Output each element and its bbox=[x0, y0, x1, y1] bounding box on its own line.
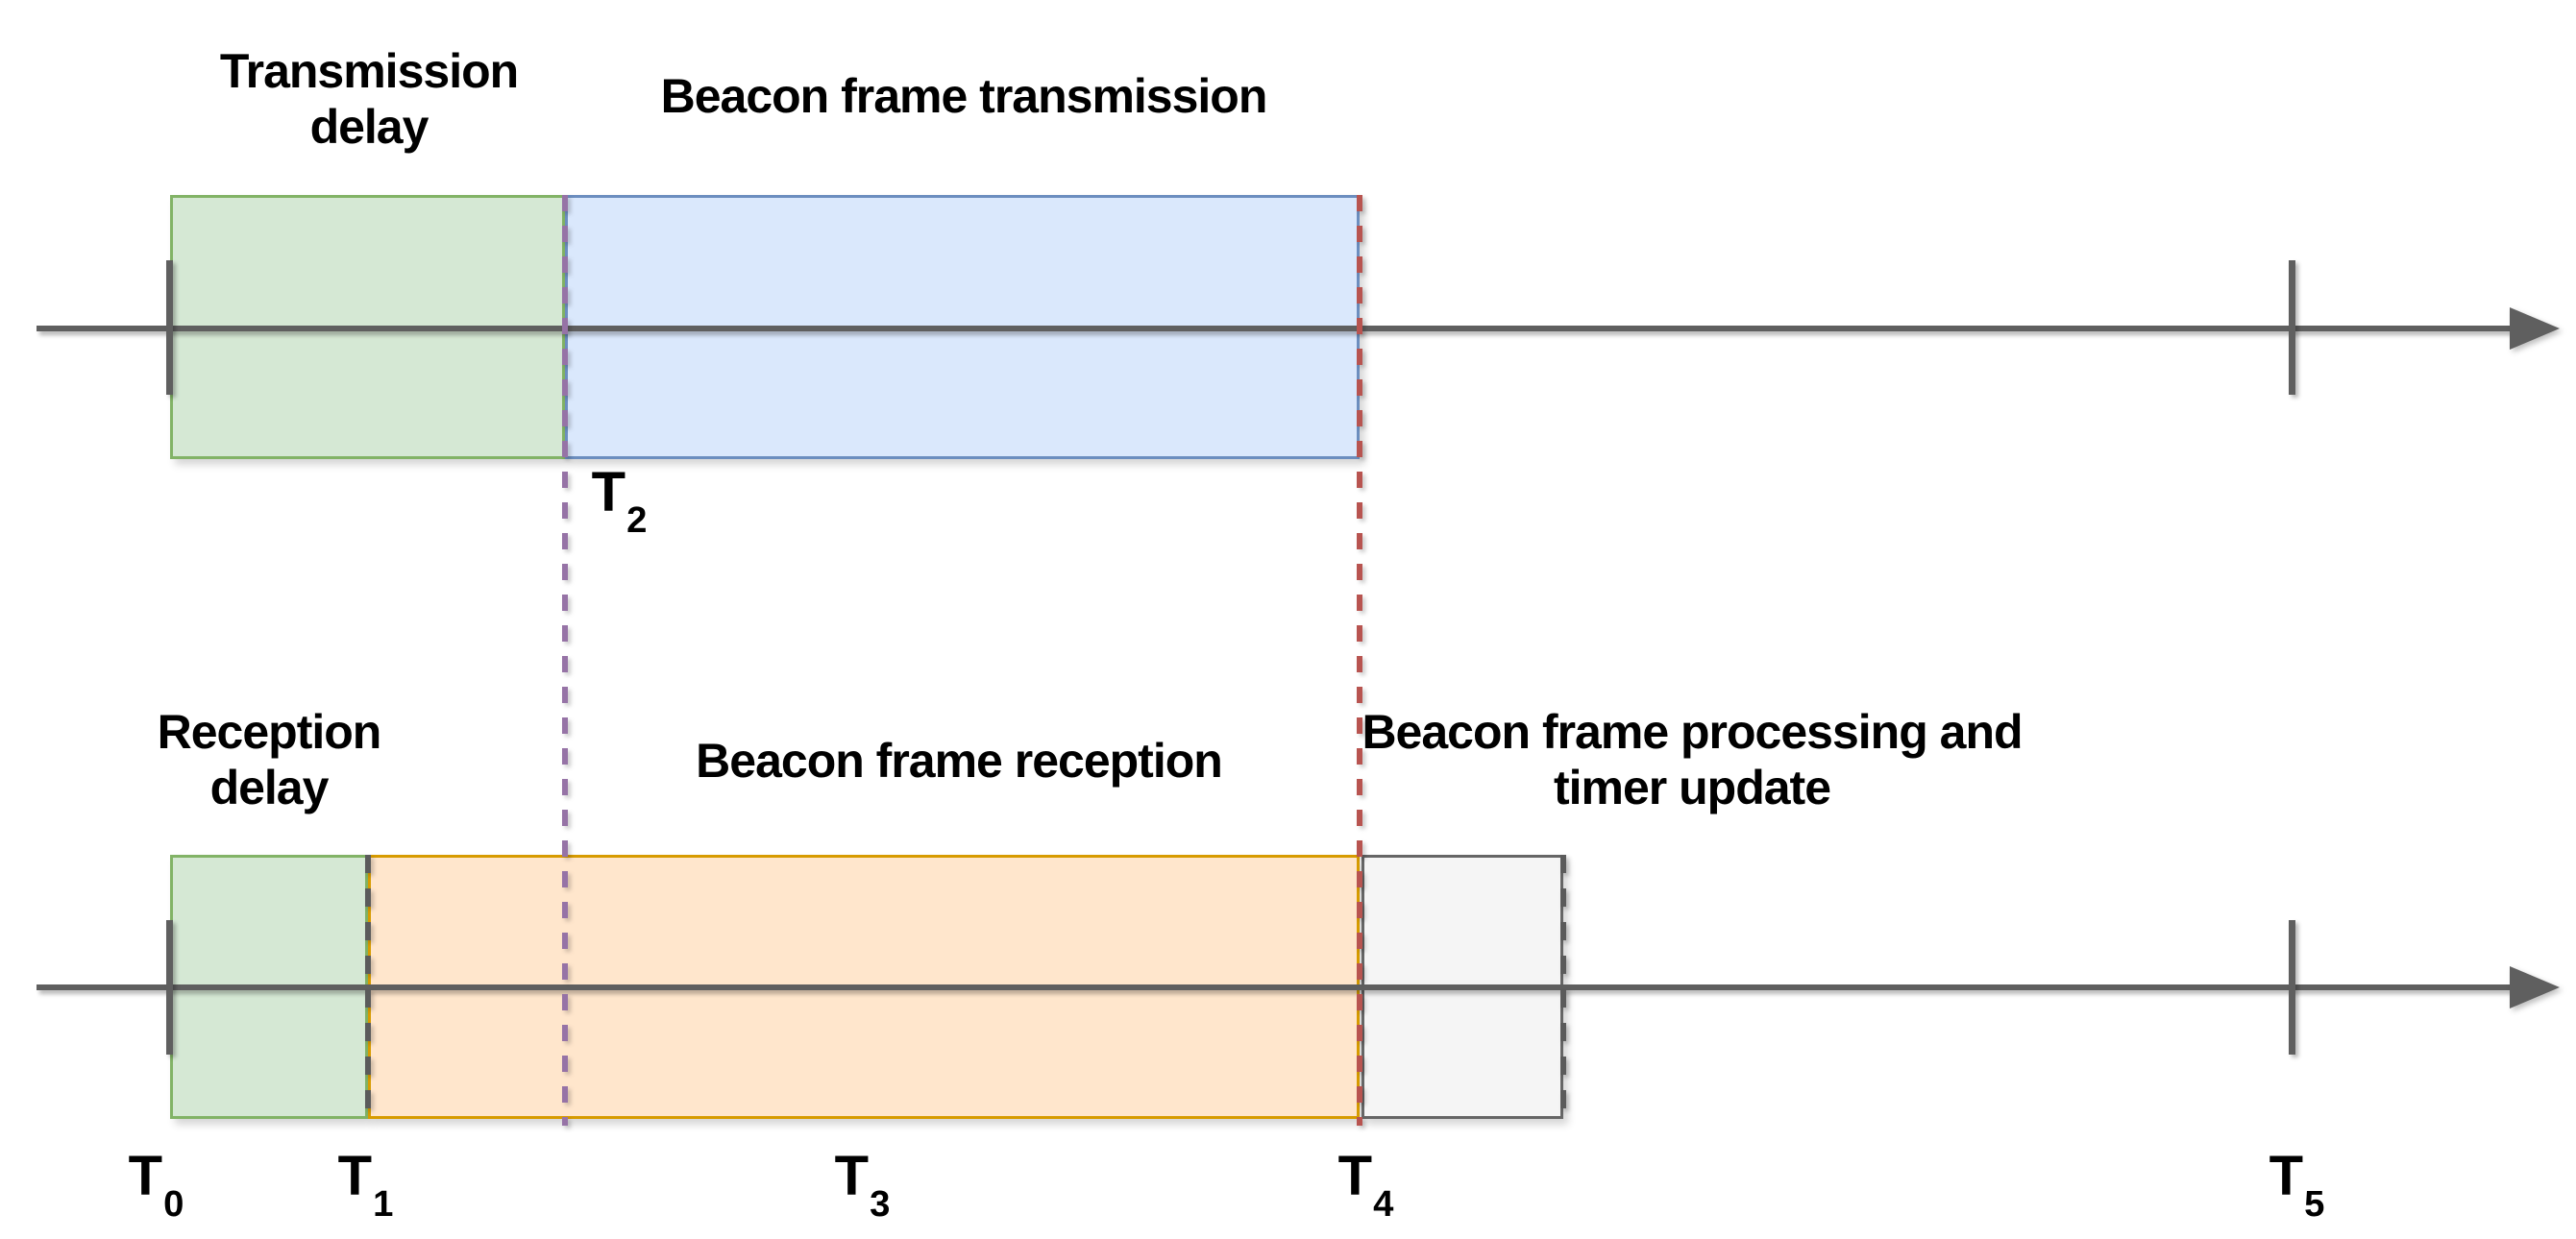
t4-base: T bbox=[1337, 1145, 1373, 1207]
top-axis-tick-start bbox=[166, 260, 173, 395]
t1-subscript: 1 bbox=[373, 1182, 394, 1225]
t4-guide-dashed-line bbox=[1357, 195, 1362, 1126]
top-timeline-axis bbox=[37, 326, 2510, 331]
reception-delay-label: Reception delay bbox=[157, 705, 382, 814]
t5-subscript: 5 bbox=[2304, 1182, 2325, 1225]
beacon-frame-transmission-label: Beacon frame transmission bbox=[660, 69, 1268, 123]
t1-base: T bbox=[337, 1145, 373, 1207]
t2-guide-dashed-line bbox=[562, 195, 568, 1126]
t2-base: T bbox=[591, 461, 626, 523]
top-axis-arrowhead-icon bbox=[2510, 307, 2560, 350]
t1-boundary-dashed-line bbox=[365, 855, 371, 1121]
t2-subscript: 2 bbox=[626, 498, 648, 541]
processing-end-dashed-line bbox=[1560, 855, 1566, 1121]
time-label-t3: T3 bbox=[835, 1149, 891, 1223]
time-label-t0: T0 bbox=[129, 1149, 184, 1223]
time-label-t5: T5 bbox=[2269, 1149, 2325, 1223]
time-label-t1: T1 bbox=[338, 1149, 394, 1223]
t3-base: T bbox=[834, 1145, 870, 1207]
t5-base: T bbox=[2269, 1145, 2304, 1207]
t3-subscript: 3 bbox=[870, 1182, 891, 1225]
top-axis-tick-t5 bbox=[2289, 260, 2295, 395]
time-label-t4: T4 bbox=[1338, 1149, 1394, 1223]
bottom-timeline-axis bbox=[37, 984, 2510, 990]
bottom-axis-tick-t5 bbox=[2289, 920, 2295, 1055]
bottom-axis-arrowhead-icon bbox=[2510, 966, 2560, 1008]
beacon-frame-reception-label: Beacon frame reception bbox=[696, 734, 1223, 788]
transmission-delay-label: Transmission delay bbox=[219, 44, 519, 154]
t4-subscript: 4 bbox=[1373, 1182, 1394, 1225]
t0-base: T bbox=[128, 1145, 163, 1207]
bottom-axis-tick-t0 bbox=[166, 920, 173, 1055]
t0-subscript: 0 bbox=[163, 1182, 184, 1225]
time-label-t2: T2 bbox=[592, 465, 648, 539]
beacon-frame-processing-label: Beacon frame processing and timer update bbox=[1362, 705, 2023, 814]
